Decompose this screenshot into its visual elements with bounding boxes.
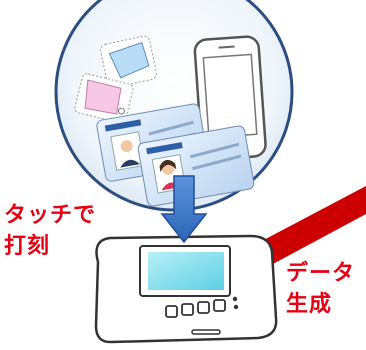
- arrow-down-icon: [160, 175, 208, 244]
- touch-label-line1: タッチで: [4, 203, 97, 228]
- data-label: データ 生成: [286, 258, 355, 320]
- touch-label-line2: 打刻: [4, 234, 51, 259]
- data-label-line2: 生成: [286, 292, 333, 317]
- touch-label: タッチで 打刻: [4, 200, 96, 262]
- ic-card-pink: [74, 73, 134, 124]
- card-reader-icon: [94, 234, 278, 344]
- data-label-line1: データ: [286, 261, 356, 286]
- reader-buttons: [165, 299, 226, 318]
- ic-card-blue: [100, 35, 157, 88]
